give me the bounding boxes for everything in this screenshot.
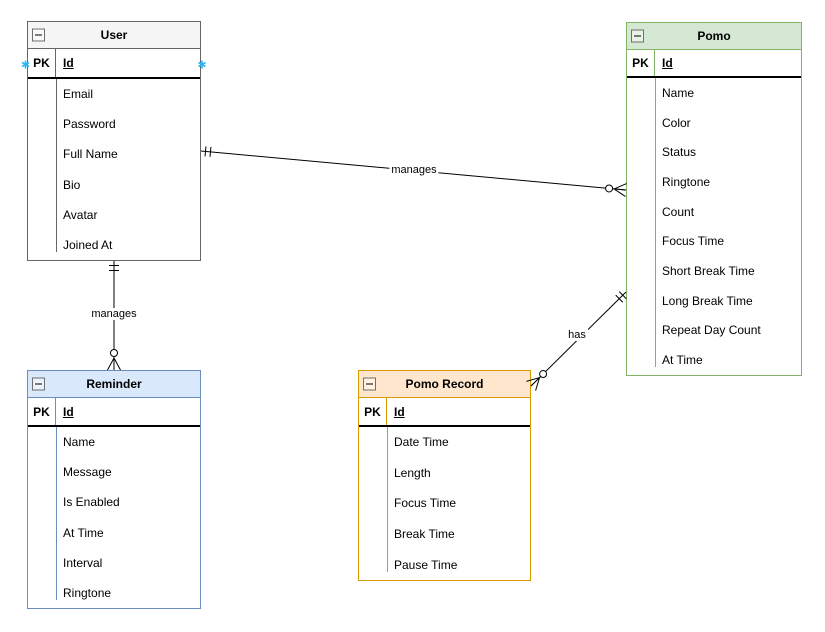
entity-header-reminder: Reminder	[28, 371, 200, 398]
field-name: Count	[662, 204, 695, 219]
field-name: At Time	[63, 525, 104, 540]
field-name: Bio	[63, 177, 81, 192]
entity-header-pomo-record: Pomo Record	[359, 371, 530, 398]
field-row[interactable]: Interval	[28, 548, 200, 578]
field-row[interactable]: Email	[28, 79, 200, 109]
field-name: Interval	[63, 555, 103, 570]
field-name: Repeat Day Count	[662, 323, 761, 338]
field-name: Ringtone	[63, 585, 112, 600]
field-name: Focus Time	[394, 496, 457, 511]
relationship-label-user-manages-reminder[interactable]: manages	[89, 308, 139, 320]
field-name: Avatar	[63, 207, 98, 222]
field-name: Password	[63, 117, 116, 132]
field-row[interactable]: Short Break Time	[627, 256, 801, 286]
field-name: Email	[63, 87, 94, 102]
relationship-pomo-has-pomo-record[interactable]	[526, 291, 627, 391]
entity-title: Pomo	[697, 29, 731, 43]
field-name: Name	[662, 85, 695, 100]
pk-field-name: Id	[63, 56, 74, 70]
field-name: Full Name	[63, 147, 118, 162]
relationship-label-pomo-has-pomo-record[interactable]: has	[566, 329, 588, 341]
primary-key-row: PK Id	[359, 398, 530, 427]
entity-header-user: User	[28, 22, 200, 49]
field-row[interactable]: Joined At	[28, 230, 200, 260]
field-row[interactable]: Full Name	[28, 139, 200, 169]
field-row[interactable]: Date Time	[359, 427, 530, 458]
field-row[interactable]: Ringtone	[28, 578, 200, 608]
field-row[interactable]: At Time	[28, 517, 200, 547]
field-name: Message	[63, 465, 112, 480]
field-name: Name	[63, 435, 96, 450]
field-name: Ringtone	[662, 174, 711, 189]
pk-label: PK	[28, 398, 56, 425]
field-row[interactable]: Break Time	[359, 519, 530, 550]
field-name: Pause Time	[394, 557, 458, 572]
entity-title: User	[100, 28, 128, 42]
primary-key-row: PK Id	[28, 398, 200, 427]
collapse-icon[interactable]	[32, 28, 45, 42]
field-row[interactable]: Ringtone	[627, 167, 801, 197]
entity-title: Pomo Record	[405, 377, 484, 391]
field-row[interactable]: Is Enabled	[28, 487, 200, 517]
collapse-icon[interactable]	[631, 29, 644, 43]
entity-title: Reminder	[86, 377, 142, 391]
field-row[interactable]: Count	[627, 197, 801, 227]
field-name: Short Break Time	[662, 263, 755, 278]
field-name: Focus Time	[662, 234, 725, 249]
column-divider	[387, 427, 388, 572]
field-row[interactable]: Length	[359, 458, 530, 489]
relationship-label-user-manages-pomo[interactable]: manages	[389, 164, 439, 176]
primary-key-row: PK Id	[627, 50, 801, 78]
field-name: Color	[662, 115, 691, 130]
column-divider	[655, 78, 656, 367]
column-divider	[56, 427, 57, 600]
field-row[interactable]: Color	[627, 108, 801, 138]
entity-header-pomo: Pomo	[627, 23, 801, 50]
field-name: Date Time	[394, 435, 449, 450]
field-row[interactable]: Long Break Time	[627, 286, 801, 316]
field-row[interactable]: Status	[627, 137, 801, 167]
pk-field-name: Id	[394, 404, 405, 419]
minus-glyph	[634, 35, 641, 37]
field-row[interactable]: Name	[28, 427, 200, 457]
field-row[interactable]: Password	[28, 109, 200, 139]
field-name: Is Enabled	[63, 495, 120, 510]
field-row[interactable]: Repeat Day Count	[627, 316, 801, 346]
pk-field-name: Id	[63, 404, 74, 419]
primary-key-row: PK Id	[28, 49, 200, 79]
field-name: Length	[394, 465, 431, 480]
pk-label: PK	[359, 398, 387, 425]
field-name: Long Break Time	[662, 293, 753, 308]
field-name: Joined At	[63, 237, 113, 252]
field-name: At Time	[662, 353, 703, 368]
pk-field-name: Id	[662, 56, 673, 70]
field-row[interactable]: Message	[28, 457, 200, 487]
field-row[interactable]: Avatar	[28, 200, 200, 230]
pk-label: PK	[28, 49, 56, 77]
collapse-icon[interactable]	[363, 377, 376, 391]
minus-glyph	[35, 383, 42, 385]
pk-label: PK	[627, 50, 655, 76]
field-row[interactable]: Focus Time	[627, 226, 801, 256]
collapse-icon[interactable]	[32, 377, 45, 391]
field-row[interactable]: Pause Time	[359, 549, 530, 580]
field-row[interactable]: At Time	[627, 345, 801, 375]
field-row[interactable]: Name	[627, 78, 801, 108]
field-row[interactable]: Focus Time	[359, 488, 530, 519]
field-row[interactable]: Bio	[28, 169, 200, 199]
minus-glyph	[35, 34, 42, 36]
field-name: Status	[662, 145, 697, 160]
field-name: Break Time	[394, 527, 455, 542]
column-divider	[56, 79, 57, 252]
minus-glyph	[366, 383, 373, 385]
